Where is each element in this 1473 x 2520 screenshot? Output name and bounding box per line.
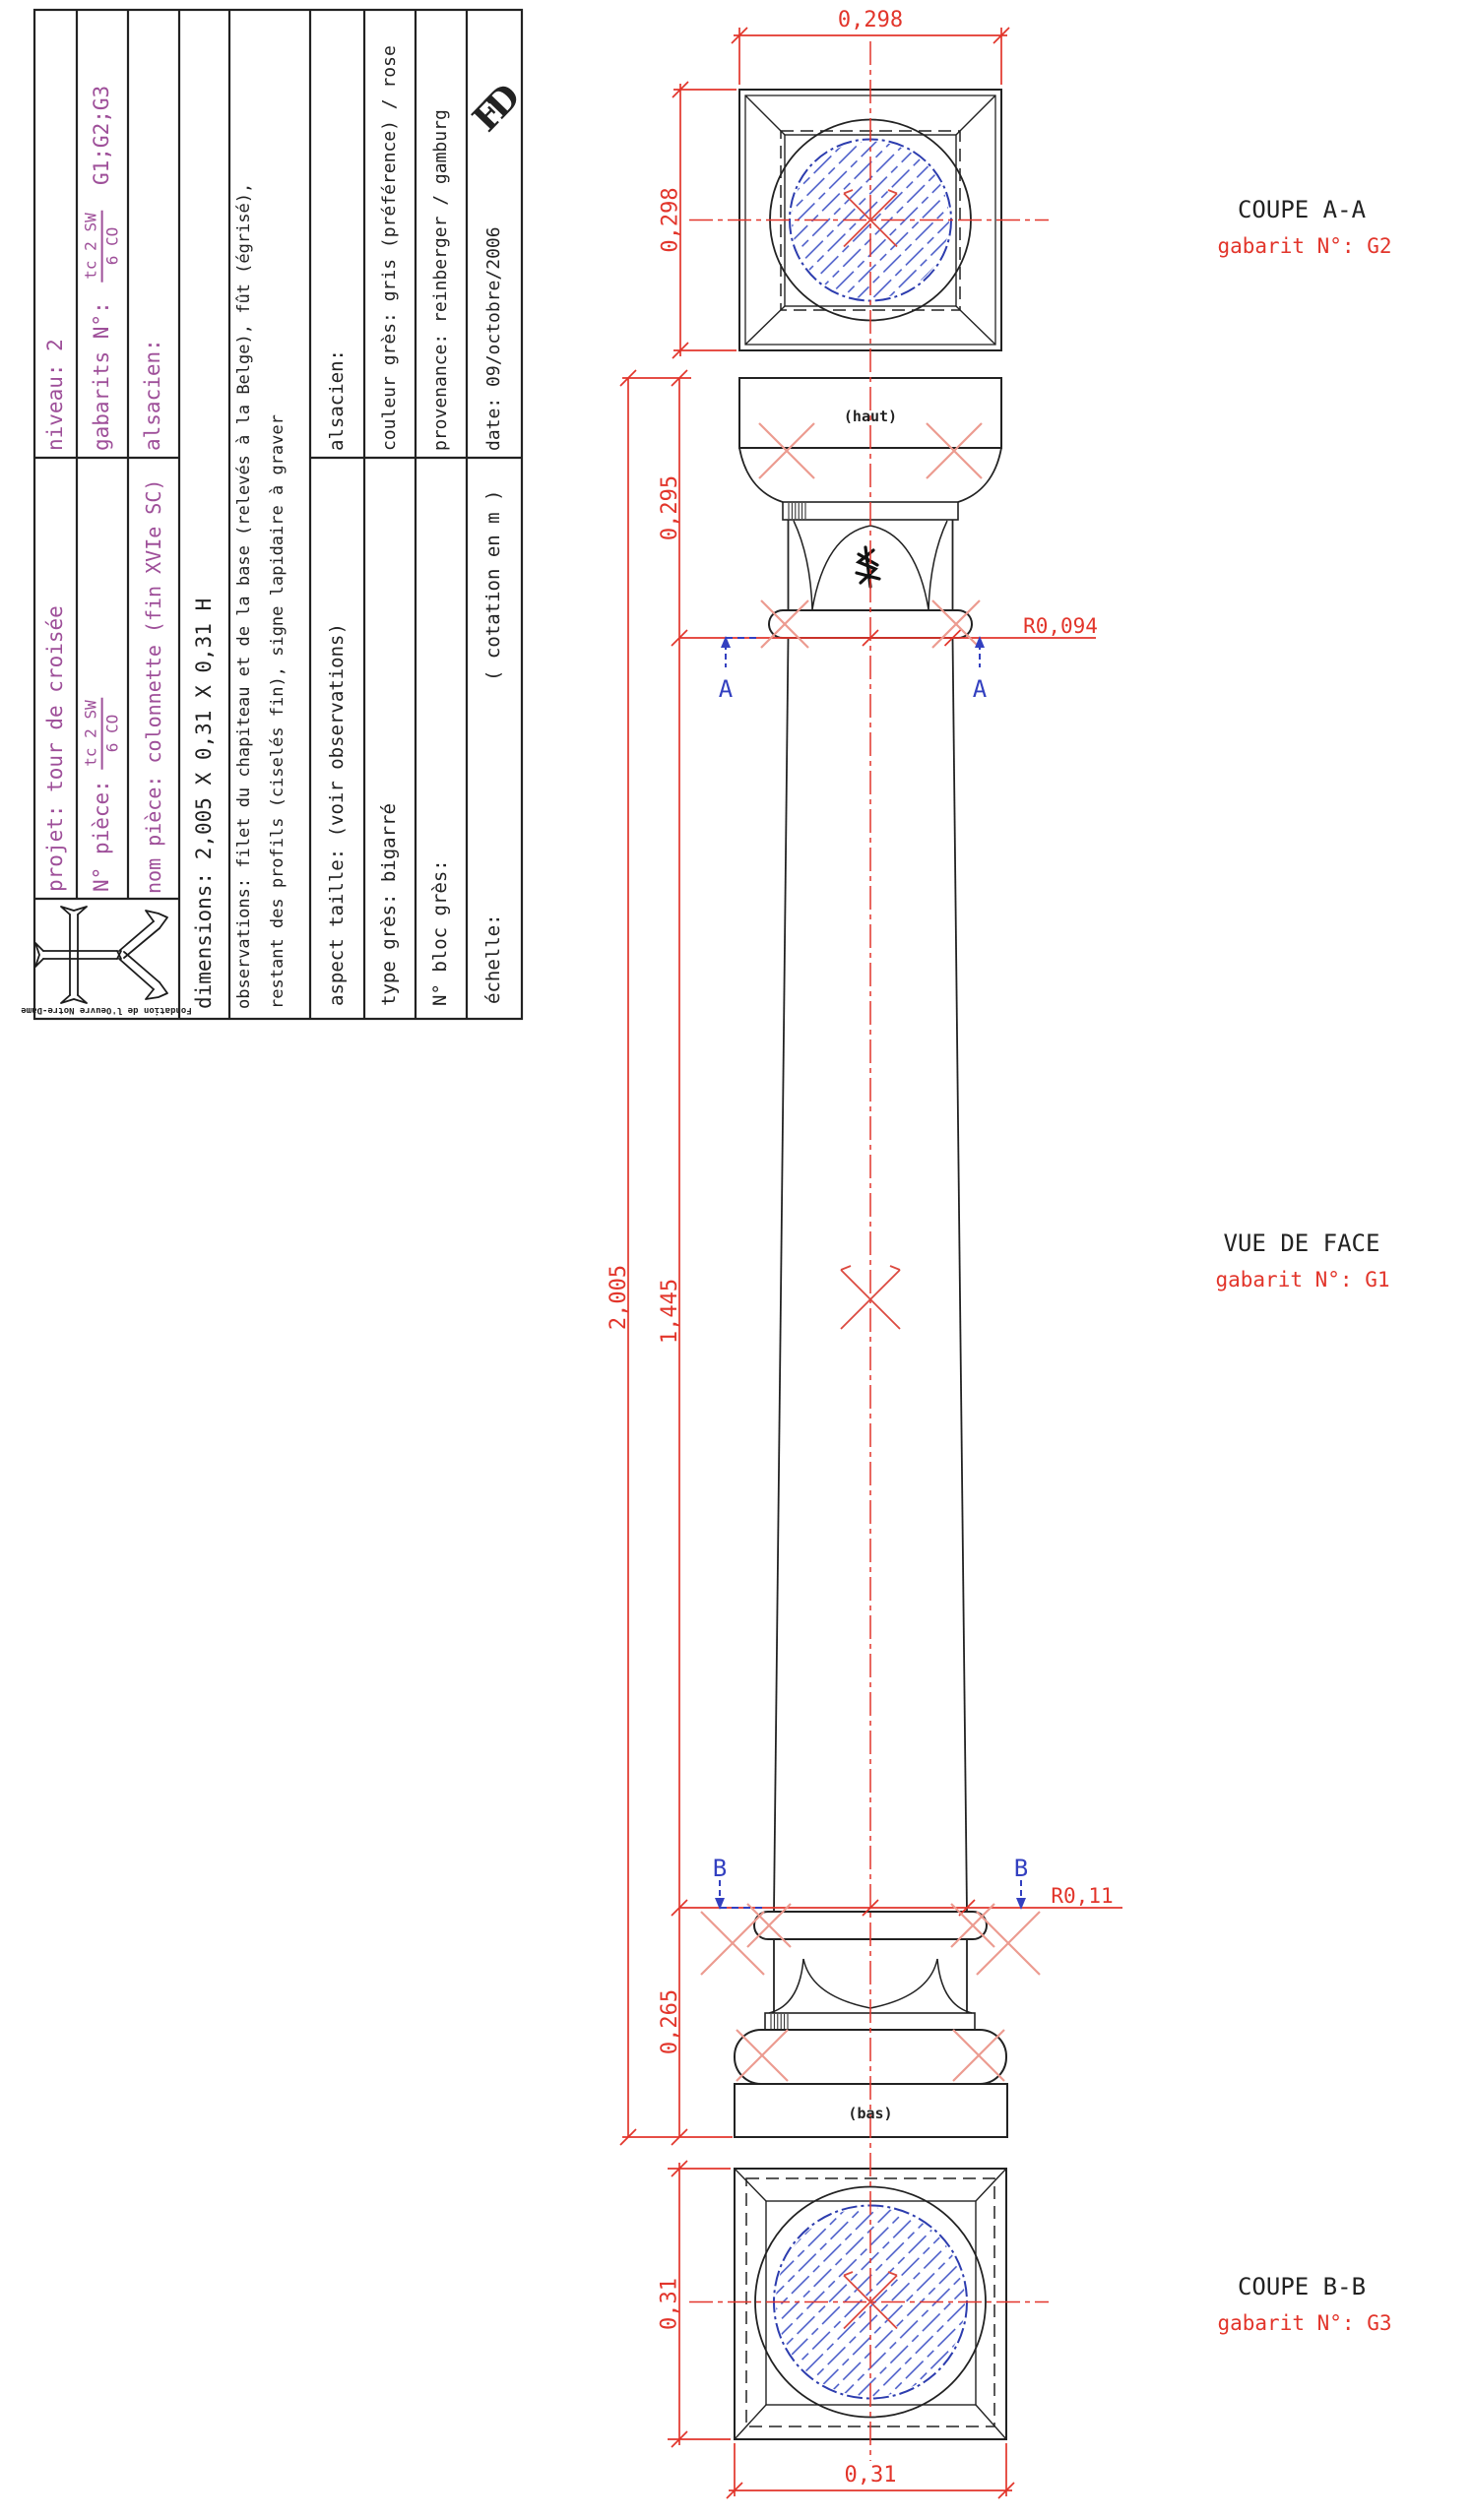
coupe-bb-title: COUPE B-B xyxy=(1238,2273,1366,2300)
field-numero-bloc: N° bloc grès: xyxy=(429,859,451,1006)
field-observations-line1: observations: filet du chapiteau et de l… xyxy=(234,182,254,1009)
field-numero-piece: N° pièce: xyxy=(90,780,113,892)
mason-mark xyxy=(855,545,881,589)
radius-bottom: R0,11 xyxy=(1051,1884,1113,1908)
fraction-numerator: tc 2 SW xyxy=(82,697,103,770)
label-haut: (haut) xyxy=(844,408,897,425)
drawing-texts: 0,298 0,298 COUPE A-A gabarit N°: G2 (ha… xyxy=(607,8,1392,2488)
dim-aa-width: 0,298 xyxy=(838,8,903,32)
marker-a-right: A xyxy=(973,675,988,703)
field-nom-piece: nom pièce: colonnette (fin XVIe SC) xyxy=(142,478,165,894)
field-aspect-taille: aspect taille: (voir observations) xyxy=(326,623,348,1006)
field-echelle: échelle: xyxy=(482,914,504,1004)
foundation-cross-logo xyxy=(34,906,168,1004)
red-gabarit-cross-marks xyxy=(840,189,901,2330)
foundation-caption: Fondation de l'Oeuvre Notre-Dame xyxy=(21,1005,192,1015)
field-gabarits-label: gabarits N°: xyxy=(90,301,113,451)
field-niveau: niveau: 2 xyxy=(43,339,67,451)
field-type-gres: type grès: bigarré xyxy=(378,803,400,1006)
label-bas: (bas) xyxy=(848,2105,892,2122)
field-alsacien-2: alsacien: xyxy=(326,349,348,451)
fraction-numerator: tc 2 SW xyxy=(82,210,103,283)
vue-gabarit: gabarit N°: G1 xyxy=(1215,1268,1389,1292)
dim-shaft: 1,445 xyxy=(658,1279,682,1344)
field-couleur-gres: couleur grès: gris (préférence) / rose xyxy=(379,45,400,451)
coupe-aa-gabarit: gabarit N°: G2 xyxy=(1217,234,1391,258)
coupe-bb-gabarit: gabarit N°: G3 xyxy=(1217,2311,1391,2335)
field-provenance: provenance: reinberger / gamburg xyxy=(430,109,451,451)
section-markers xyxy=(715,636,1026,1910)
marker-b-left: B xyxy=(713,1855,727,1882)
field-gabarits-list: G1;G2;G3 xyxy=(90,85,113,185)
dim-total: 2,005 xyxy=(607,1265,631,1330)
field-cotation-note: ( cotation en m ) xyxy=(482,489,504,681)
coupe-aa-title: COUPE A-A xyxy=(1238,196,1367,223)
vue-title: VUE DE FACE xyxy=(1224,1229,1380,1257)
marker-a-left: A xyxy=(719,675,734,703)
field-dimensions: dimensions: 2,005 X 0,31 X 0,31 H xyxy=(192,598,216,1009)
dim-bb-width: 0,31 xyxy=(845,2463,897,2488)
fraction-denominator: 6 CO xyxy=(103,226,122,266)
red-dimension-lines xyxy=(619,27,1122,2499)
fraction-denominator: 6 CO xyxy=(103,714,122,753)
radius-top: R0,094 xyxy=(1023,614,1098,638)
red-centerlines xyxy=(689,41,1049,2461)
dim-bb-height: 0,31 xyxy=(658,2278,682,2330)
dim-base: 0,265 xyxy=(658,1989,682,2054)
dim-aa-height: 0,298 xyxy=(659,187,683,252)
field-observations-line2: restant des profils (ciselés fin), signe… xyxy=(268,414,288,1009)
marker-b-right: B xyxy=(1014,1855,1028,1882)
dim-capital: 0,295 xyxy=(658,475,682,540)
title-block-grid xyxy=(32,8,524,1021)
elevation-geometry xyxy=(734,377,1008,2138)
pink-template-marks xyxy=(700,422,1041,2082)
field-date: date: 09/octobre/2006 xyxy=(483,226,504,451)
field-alsacien-1: alsacien: xyxy=(141,339,164,451)
field-projet: projet: tour de croisée xyxy=(43,605,67,892)
